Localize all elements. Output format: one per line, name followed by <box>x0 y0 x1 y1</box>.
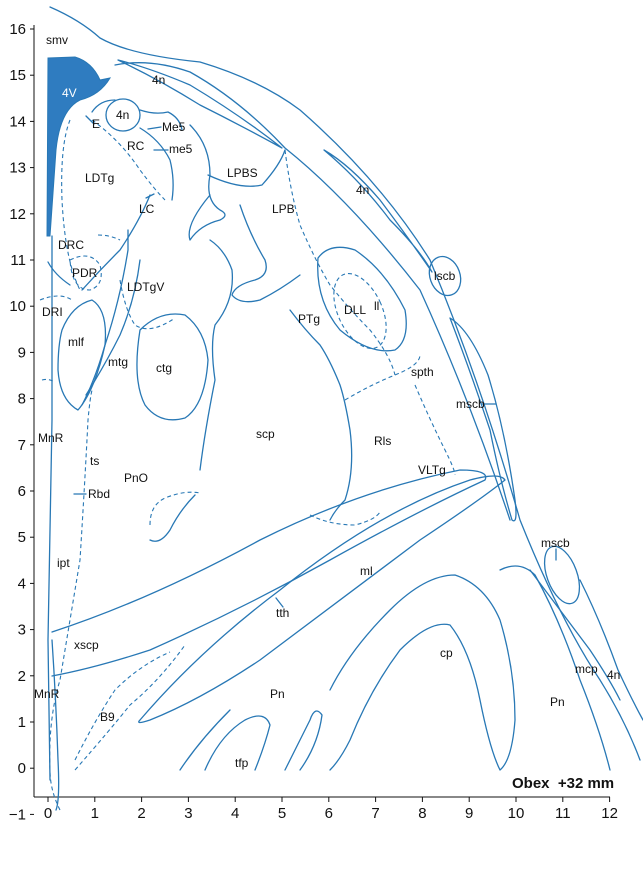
label-PTg: PTg <box>298 312 320 326</box>
y-tick-label: 16 <box>9 21 26 38</box>
label-LC: LC <box>139 202 155 216</box>
label-Me5: Me5 <box>162 120 186 134</box>
label-mscb-a: mscb <box>456 397 485 411</box>
label-B9: B9 <box>100 710 115 724</box>
obex-caption: Obex +32 mm <box>512 775 614 792</box>
label-mcp: mcp <box>575 662 598 676</box>
x-tick-label: 0 <box>44 805 52 822</box>
label-mtg: mtg <box>108 355 128 369</box>
x-tick-label: 8 <box>418 805 426 822</box>
y-tick-label: 15 <box>9 67 26 84</box>
label-RC: RC <box>127 139 145 153</box>
x-tick-label: 10 <box>508 805 525 822</box>
label-ts: ts <box>90 454 99 468</box>
label-lscb: lscb <box>434 269 456 283</box>
label-mscb-b: mscb <box>541 536 570 550</box>
label-MnR-a: MnR <box>38 431 64 445</box>
label-LPBS: LPBS <box>227 166 258 180</box>
x-tick-label: 6 <box>325 805 333 822</box>
label-LPB: LPB <box>272 202 295 216</box>
label-Pn-a: Pn <box>270 687 285 701</box>
y-tick-label: 2 <box>18 668 26 685</box>
label-LDTgV: LDTgV <box>127 280 164 294</box>
label-mlf: mlf <box>68 335 85 349</box>
x-tick-label: 9 <box>465 805 473 822</box>
y-tick-label: 5 <box>18 529 26 546</box>
label-4n-low: 4n <box>607 668 620 682</box>
label-Rls: Rls <box>374 434 391 448</box>
y-tick-label: 10 <box>9 298 26 315</box>
y-tick-label: 4 <box>18 575 26 592</box>
label-Rbd: Rbd <box>88 487 110 501</box>
dashed-boundaries <box>39 119 456 811</box>
label-cp: cp <box>440 646 453 660</box>
label-ctg: ctg <box>156 361 172 375</box>
y-tick-label: 1 <box>18 714 26 731</box>
label-ll: ll <box>374 299 379 313</box>
x-tick-label: 4 <box>231 805 239 822</box>
label-ipt: ipt <box>57 556 70 570</box>
label-VLTg: VLTg <box>418 463 446 477</box>
label-Pn-b: Pn <box>550 695 565 709</box>
x-tick-label: 2 <box>137 805 145 822</box>
x-tick-label: 5 <box>278 805 286 822</box>
y-tick-label: 14 <box>9 113 26 130</box>
y-tick-label: 13 <box>9 160 26 177</box>
y-tick-label: 3 <box>18 622 26 639</box>
label-4V: 4V <box>62 86 77 100</box>
fourth-ventricle <box>46 56 111 237</box>
label-E: E <box>92 117 100 131</box>
y-tick-label: 9 <box>18 344 26 361</box>
label-DRC: DRC <box>58 238 84 252</box>
x-tick-label: 12 <box>601 805 618 822</box>
label-4n-circle: 4n <box>116 108 129 122</box>
label-tfp: tfp <box>235 756 249 770</box>
x-tick-label: 7 <box>371 805 379 822</box>
label-LDTg: LDTg <box>85 171 114 185</box>
y-tick-label: 8 <box>18 391 26 408</box>
label-MnR-b: MnR <box>34 687 60 701</box>
label-me5: me5 <box>169 142 193 156</box>
y-tick-label: 11 <box>10 252 26 269</box>
label-DRI: DRI <box>42 305 63 319</box>
region-labels: smv 4V 4n 4n E Me5 RC me5 LDTg LPBS 4n L… <box>34 33 620 770</box>
label-smv: smv <box>46 33 68 47</box>
y-tick-label: −1 <box>9 806 26 823</box>
label-xscp: xscp <box>74 638 99 652</box>
outlines <box>47 6 643 811</box>
y-tick-label: 6 <box>18 483 26 500</box>
label-4n-mid: 4n <box>356 183 369 197</box>
x-tick-label: 11 <box>555 805 571 822</box>
pointer-lines <box>73 115 557 608</box>
label-PnO: PnO <box>124 471 148 485</box>
y-tick-label: 0 <box>18 760 26 777</box>
x-tick-label: 3 <box>184 805 192 822</box>
y-tick-label: 7 <box>18 437 26 454</box>
label-4n-top: 4n <box>152 73 165 87</box>
label-ml: ml <box>360 564 373 578</box>
label-DLL: DLL <box>344 303 366 317</box>
label-PDR: PDR <box>72 266 98 280</box>
label-spth: spth <box>411 365 434 379</box>
label-tth: tth <box>276 606 289 620</box>
x-tick-label: 1 <box>91 805 99 822</box>
label-scp: scp <box>256 427 275 441</box>
y-tick-label: 12 <box>9 206 26 223</box>
